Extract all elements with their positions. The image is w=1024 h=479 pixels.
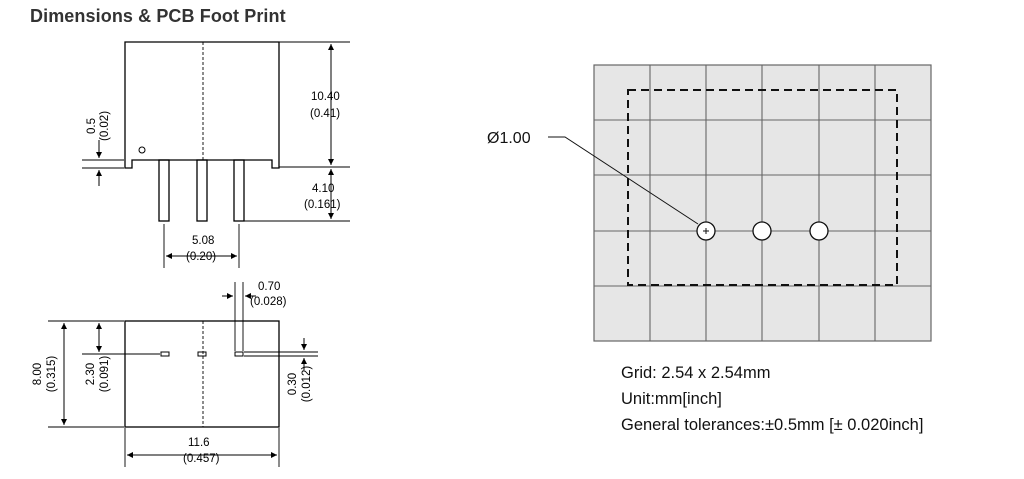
bottom-pin-2 [197,351,207,357]
front-pin-3 [233,159,245,222]
dim-width-inch: (0.457) [183,453,220,465]
dim-width-label: 11.6 [188,437,210,449]
hole-leader-line [548,136,699,225]
front-pin-1 [158,159,170,222]
dim-pinlen-label: 4.10 [312,183,334,195]
front-pin-2 [196,159,208,222]
tolerance-note: General tolerances:±0.5mm [± 0.020inch] [621,416,924,434]
dim-thickness-label: 0.30 [287,373,299,395]
dim-depth-label: 8.00 [32,363,44,385]
bottom-pin-1 [160,351,170,357]
dim-pitch-label: 5.08 [192,235,214,247]
pad-hole-3 [809,221,829,241]
dim-offset-label: 2.30 [85,363,97,385]
pcb-footprint [548,64,932,342]
dim-standoff-label: 0.5 [86,118,98,134]
bottom-pin-3 [234,351,244,357]
dim-depth-inch: (0.315) [46,356,58,393]
footprint-notes: Grid: 2.54 x 2.54mm Unit:mm[inch] Genera… [621,360,923,438]
component-outline [627,89,898,286]
front-body-outline [124,41,280,169]
pad-1-marker [703,228,709,234]
dim-standoff-inch: (0.02) [99,111,111,141]
dim-height-label: 10.40 [311,91,340,103]
front-view [82,41,350,268]
hole-diameter-label: Ø1.00 [487,130,531,147]
pin1-marker [138,146,146,154]
dim-pinwidth-inch: (0.028) [250,296,287,308]
drawing-title: Dimensions & PCB Foot Print [30,6,286,26]
dim-pitch-inch: (0.20) [186,251,216,263]
pad-hole-2 [752,221,772,241]
bottom-view [48,282,318,467]
bottom-body-outline [124,320,280,428]
unit-note: Unit:mm[inch] [621,390,722,408]
grid-note: Grid: 2.54 x 2.54mm [621,364,771,382]
dim-thickness-inch: (0.012) [301,366,313,403]
dim-offset-inch: (0.091) [99,356,111,393]
dim-height-inch: (0.41) [310,108,340,120]
dim-pinlen-inch: (0.161) [304,199,341,211]
dim-pinwidth-label: 0.70 [258,281,280,293]
